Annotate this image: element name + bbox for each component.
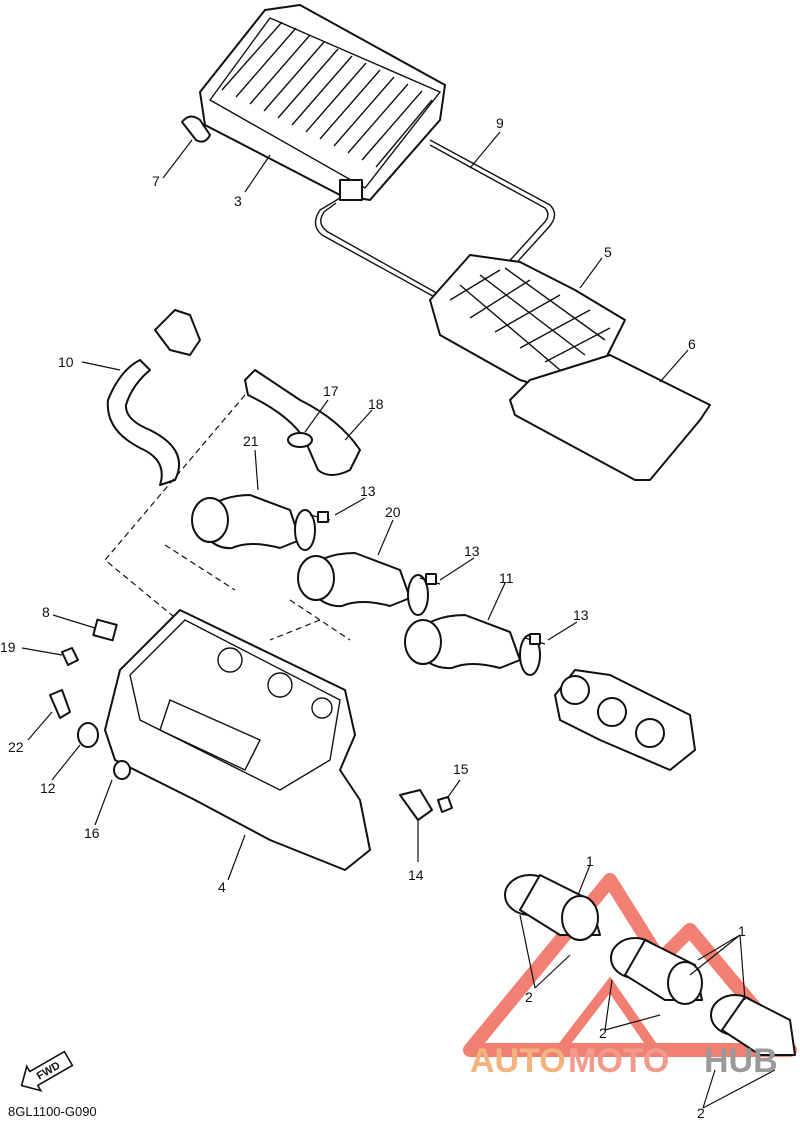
clamp-part-13 xyxy=(309,511,546,645)
bolt-part-15 xyxy=(437,796,453,813)
callout-9: 9 xyxy=(496,115,504,131)
bolt-part-22 xyxy=(49,689,71,719)
callout-2b: 2 xyxy=(599,1025,607,1041)
callout-5: 5 xyxy=(604,244,612,260)
hose-routing-line xyxy=(104,394,351,641)
callout-17: 17 xyxy=(323,383,339,399)
valve-connector xyxy=(154,309,201,356)
callout-1b: 1 xyxy=(738,923,746,939)
clip-part-7 xyxy=(181,115,211,143)
callout-19: 19 xyxy=(0,639,16,655)
hose-part-10 xyxy=(106,359,180,486)
joint-part-1-b xyxy=(610,937,703,1005)
callout-11: 11 xyxy=(499,570,514,586)
callout-numbers: 1 1 2 2 2 3 4 5 6 7 8 9 10 11 12 13 13 1… xyxy=(0,115,746,1121)
callout-15: 15 xyxy=(453,761,469,777)
callout-6: 6 xyxy=(688,336,696,352)
callout-14: 14 xyxy=(408,867,424,883)
filter-cover-part-5 xyxy=(429,254,626,393)
grommet-part-12 xyxy=(77,722,99,748)
joint-part-1-c xyxy=(710,994,796,1056)
gasket-part-6 xyxy=(509,354,711,481)
callout-13c: 13 xyxy=(573,607,589,623)
joint-part-1-a xyxy=(504,874,601,941)
callout-12: 12 xyxy=(40,780,56,796)
callout-21: 21 xyxy=(243,433,259,449)
leader-lines xyxy=(21,131,776,1109)
callout-1a: 1 xyxy=(586,853,594,869)
intake-elbow-part-21 xyxy=(191,494,316,551)
callout-22: 22 xyxy=(8,739,24,755)
small-part-8 xyxy=(92,618,118,642)
intake-elbow-part-20 xyxy=(297,552,429,616)
air-box-part-4 xyxy=(104,609,371,871)
callout-8: 8 xyxy=(42,604,50,620)
callout-10: 10 xyxy=(58,354,74,370)
callout-13b: 13 xyxy=(464,543,480,559)
hose-part-18 xyxy=(244,369,361,476)
watermark-auto: AUTO xyxy=(470,1042,566,1080)
collar-part-16 xyxy=(113,760,131,780)
callout-7: 7 xyxy=(152,173,160,189)
watermark-hub: HUB xyxy=(704,1042,778,1080)
callout-2c: 2 xyxy=(697,1105,705,1121)
drain-hose-part-9 xyxy=(314,139,556,301)
callout-16: 16 xyxy=(84,825,100,841)
callout-18: 18 xyxy=(368,396,384,412)
watermark-moto: MOTO xyxy=(568,1042,669,1080)
bolt-part-19 xyxy=(61,647,79,666)
callout-20: 20 xyxy=(385,504,401,520)
fwd-arrow-icon: FWD xyxy=(20,1050,74,1092)
intake-elbow-part-11 xyxy=(404,614,541,676)
air-filter-element xyxy=(199,4,446,201)
throttle-body-assembly xyxy=(554,669,696,771)
callout-13a: 13 xyxy=(360,483,376,499)
callout-3: 3 xyxy=(234,193,242,209)
sensor-part-14 xyxy=(399,789,433,821)
callout-4: 4 xyxy=(218,879,226,895)
callout-2a: 2 xyxy=(525,989,533,1005)
diagram-code: 8GL1100-G090 xyxy=(8,1104,97,1119)
watermark-text: AUTO MOTO HUB xyxy=(470,1042,778,1080)
